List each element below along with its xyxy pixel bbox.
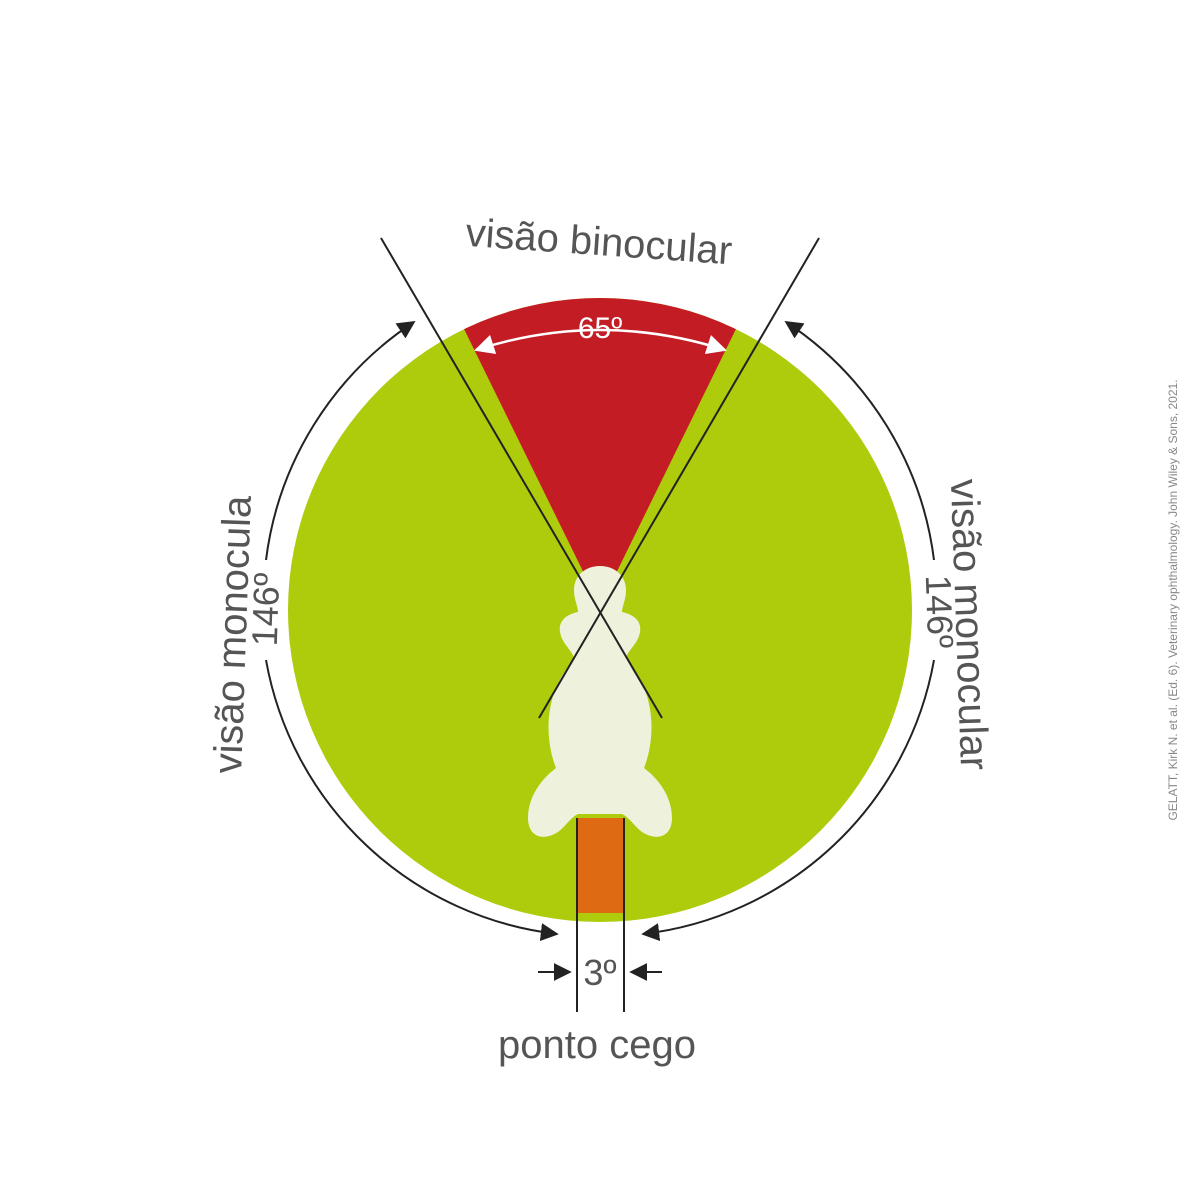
dog-silhouette xyxy=(528,566,672,837)
binocular-boundary-left xyxy=(380,237,663,719)
binocular-angle-arrow xyxy=(474,328,727,355)
monocular-left-label: visão monocula xyxy=(206,494,260,774)
monocular-right-label: visão monocular xyxy=(942,478,996,771)
binocular-boundary-right xyxy=(538,237,820,719)
monocular-right-angle: 146º xyxy=(918,574,962,649)
source-credit: GELATT, Kirk N. et al. (Ed. 6). Veterina… xyxy=(1166,379,1180,820)
binocular-label: visão binocular xyxy=(464,211,733,274)
binocular-angle-label: 65º xyxy=(578,312,622,345)
monocular-left-angle: 146º xyxy=(244,572,288,647)
blind-spot-strip xyxy=(577,818,624,913)
blind-spot-label: ponto cego xyxy=(498,1023,696,1067)
monocular-right-arrow-lower xyxy=(641,659,935,942)
monocular-left-arrow-lower xyxy=(265,659,559,942)
monocular-left-arrow xyxy=(265,321,416,561)
blind-spot-angle: 3º xyxy=(583,952,616,993)
monocular-right-arrow xyxy=(784,321,935,561)
